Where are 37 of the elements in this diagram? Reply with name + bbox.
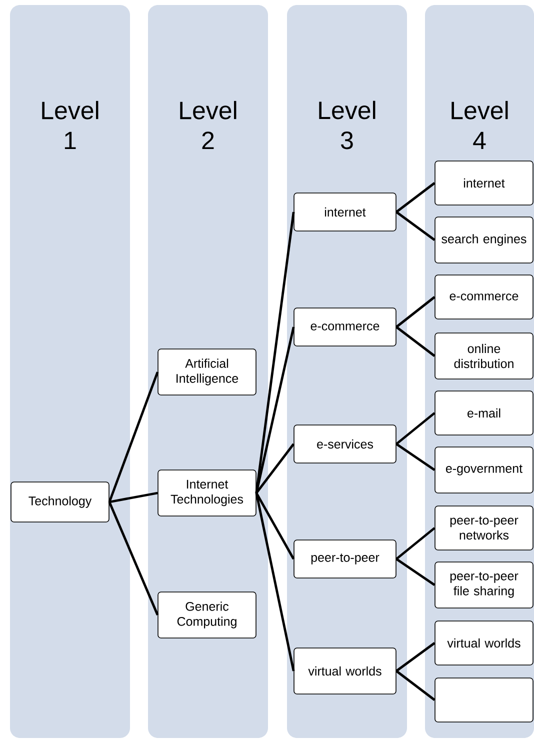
- connector-line: [396, 211, 436, 241]
- process-box: e-commerce: [434, 274, 534, 320]
- connector-line: [108, 502, 159, 616]
- process-box: e-government: [434, 446, 534, 494]
- connector-line: [396, 326, 436, 357]
- process-box: virtual worlds: [294, 648, 396, 694]
- process-box: e-mail: [434, 390, 534, 436]
- connector-line: [396, 527, 436, 560]
- process-box: Technology: [10, 482, 110, 522]
- process-box: internet: [434, 160, 534, 206]
- process-box: virtual worlds: [434, 620, 534, 666]
- connector-line: [396, 296, 436, 328]
- connector-line: [108, 372, 159, 502]
- process-box: Artificial Intelligence: [158, 348, 256, 396]
- process-box: Internet Technologies: [158, 470, 256, 516]
- connector-line: [255, 326, 295, 494]
- connector-line: [396, 182, 436, 213]
- connector-line: [255, 212, 295, 494]
- connector-line: [255, 443, 295, 494]
- process-box: internet: [294, 192, 396, 232]
- connector-line: [396, 670, 436, 701]
- process-box: e-services: [294, 424, 396, 464]
- connector-line: [109, 492, 158, 504]
- connector-line: [255, 492, 295, 560]
- connector-line: [396, 558, 436, 586]
- process-box: peer-to-peer: [294, 540, 396, 578]
- process-box: peer-to-peer file sharing: [434, 562, 534, 608]
- process-box: e-commerce: [294, 308, 396, 346]
- connector-line: [396, 642, 436, 672]
- connector-line: [396, 443, 436, 471]
- process-box: peer-to-peer networks: [434, 506, 534, 550]
- empty-box: [434, 678, 534, 722]
- process-box: Generic Computing: [158, 592, 256, 638]
- connector-line: [396, 412, 436, 445]
- process-box: online distribution: [434, 332, 534, 380]
- connector-line: [255, 492, 295, 672]
- process-box: search engines: [434, 216, 534, 264]
